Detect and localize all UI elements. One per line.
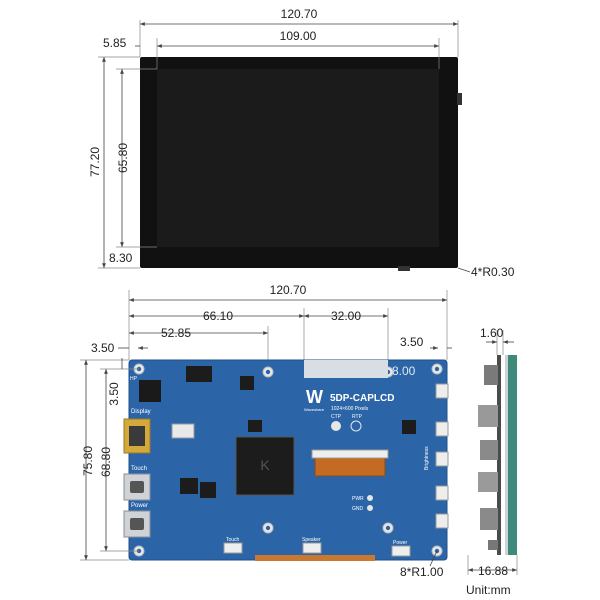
back-dim-32: 32.00 [331, 309, 361, 323]
front-view: 120.70 109.00 5.85 77.20 65.80 8.30 4*R0… [88, 7, 515, 279]
small-ic-1 [180, 478, 198, 494]
port-display-label: Display [131, 409, 151, 415]
power-bottom-label: Power [393, 540, 408, 546]
touch-connector [223, 542, 243, 554]
unit-label: Unit:mm [466, 583, 511, 597]
side-thickness: 1.60 [480, 326, 504, 340]
audio-jack [139, 380, 161, 402]
back-hole-top: 3.50 [107, 382, 121, 406]
ffc-connector [171, 423, 195, 439]
main-chip [235, 436, 295, 496]
port-hp-label: HP [130, 376, 138, 382]
small-ic-3 [240, 376, 254, 390]
front-width-outer: 120.70 [281, 7, 318, 21]
small-ic-5 [402, 420, 416, 434]
back-view: 120.70 66.10 52.85 32.00 3.50 3.50 [80, 283, 452, 579]
brand-logo: W [306, 387, 323, 407]
front-height-active: 65.80 [116, 143, 130, 173]
back-left-hole: 3.50 [91, 341, 115, 355]
side-button [457, 93, 462, 105]
model-name: 5DP-CAPLCD [330, 393, 394, 404]
front-corner-radius: 4*R0.30 [471, 265, 515, 279]
brand-name: Waveshare [304, 407, 325, 412]
back-holes-radius: 8*R1.00 [400, 565, 444, 579]
back-width: 120.70 [270, 283, 307, 297]
front-width-active: 109.00 [280, 29, 317, 43]
side-pcb [497, 355, 501, 555]
small-ic-2 [200, 482, 216, 498]
touch-bottom-label: Touch [226, 537, 240, 543]
side-depth: 16.88 [478, 564, 508, 578]
top-slot [304, 360, 388, 378]
active-area [157, 69, 439, 247]
front-left-offset: 5.85 [103, 36, 127, 50]
front-height-outer: 77.20 [88, 147, 102, 177]
fpc-strip [255, 555, 375, 561]
gnd-label: GND [352, 506, 364, 512]
speaker-connector [302, 542, 322, 554]
right-switches [435, 383, 449, 529]
bottom-connector [398, 266, 410, 271]
side-view: 1.60 16.88 Unit:mm [466, 326, 518, 597]
small-ic-4 [248, 420, 262, 432]
ctp-label: CTP [331, 414, 342, 420]
speaker-label: Speaker [302, 537, 321, 543]
ctp-marker [331, 421, 341, 431]
power-connector [391, 545, 411, 557]
resolution-label: 1024×600 Pixels [331, 406, 369, 412]
back-slot-dim: 8.00 [392, 364, 416, 378]
brightness-label: Brightness [424, 446, 430, 470]
side-panel-glass [508, 355, 517, 555]
back-height-holes: 68.80 [99, 447, 113, 477]
port-touch-label: Touch [131, 466, 147, 472]
svg-text:K: K [260, 457, 270, 473]
pwr-label: PWR [352, 496, 364, 502]
back-dim-52: 52.85 [161, 326, 191, 340]
top-ic [186, 366, 212, 382]
rtp-marker [350, 420, 362, 432]
port-power-label: Power [131, 503, 148, 509]
rtp-label: RTP [352, 414, 363, 420]
back-dim-66: 66.10 [203, 309, 233, 323]
back-right-hole: 3.50 [400, 335, 424, 349]
back-height-outer: 75.80 [81, 446, 95, 476]
front-bottom-offset: 8.30 [109, 251, 133, 265]
